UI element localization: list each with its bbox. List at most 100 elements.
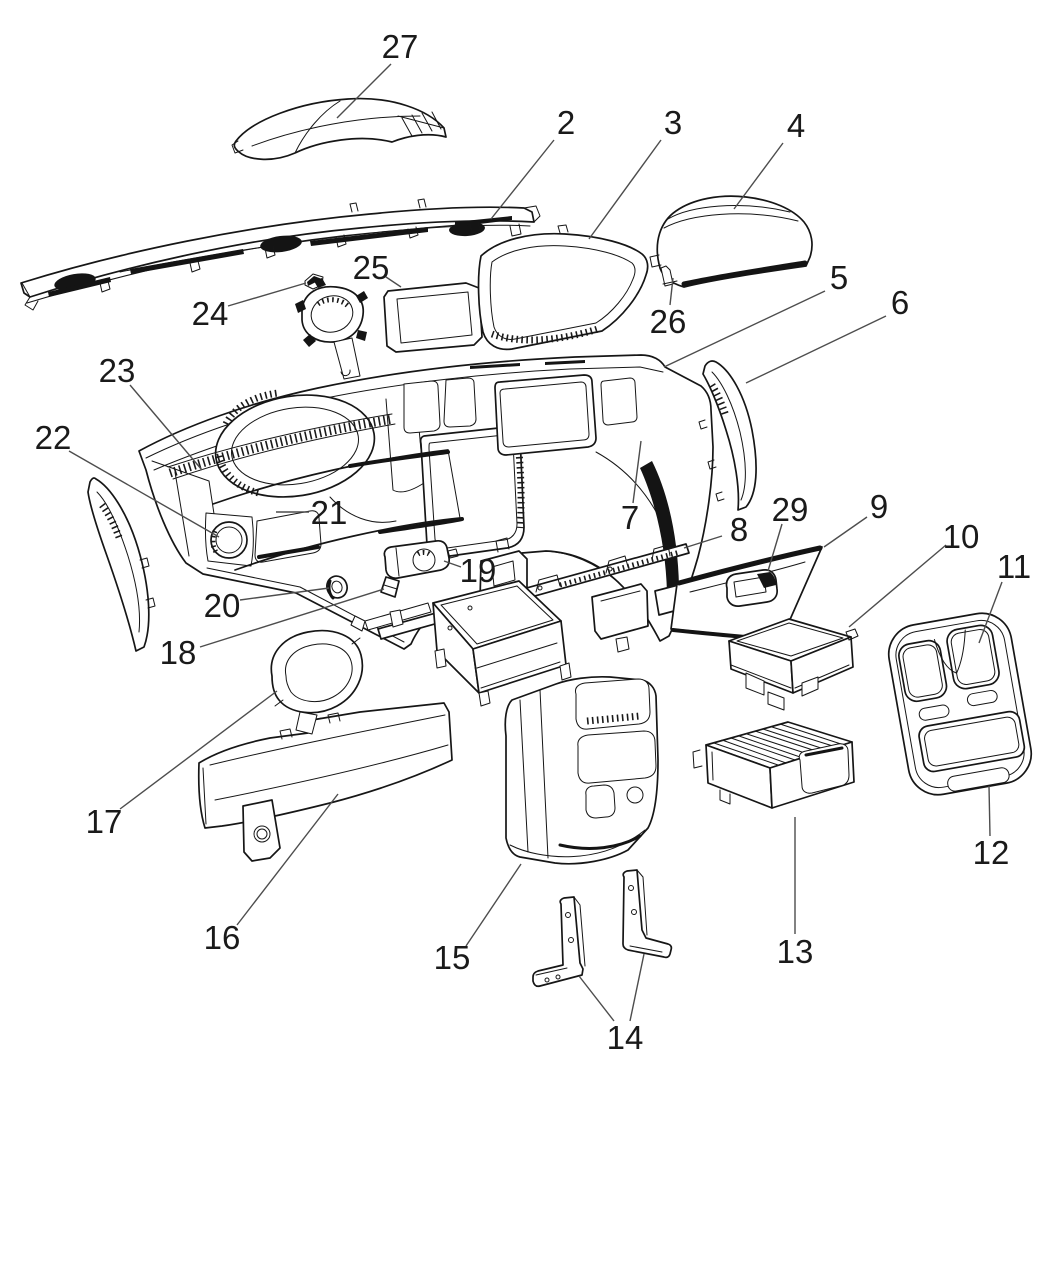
callout-2: 2 xyxy=(490,104,575,220)
part-2-defroster-grille-panel xyxy=(20,198,541,311)
leader-line xyxy=(490,139,555,220)
part-15-floor-console-front xyxy=(504,675,659,865)
leader-line xyxy=(236,793,339,926)
leader-line xyxy=(683,535,723,549)
leader-line xyxy=(385,276,402,288)
leader-line xyxy=(767,523,783,572)
callout-18: 18 xyxy=(160,588,385,671)
part-14-mounting-brackets xyxy=(532,869,673,988)
leader-line xyxy=(588,139,662,240)
callout-label-17: 17 xyxy=(86,803,123,840)
callout-label-4: 4 xyxy=(787,107,805,144)
leader-line xyxy=(578,975,615,1022)
callout-26: 26 xyxy=(650,277,687,340)
callout-label-25: 25 xyxy=(353,249,390,286)
callout-label-9: 9 xyxy=(870,488,888,525)
callout-label-29: 29 xyxy=(772,491,809,528)
callout-4: 4 xyxy=(733,107,805,210)
callout-12: 12 xyxy=(973,785,1010,871)
callout-22: 22 xyxy=(35,419,220,538)
leader-line xyxy=(823,516,868,548)
callout-label-10: 10 xyxy=(943,518,980,555)
callout-17: 17 xyxy=(86,690,278,840)
left-end-cap-trim xyxy=(87,477,156,652)
callout-23: 23 xyxy=(99,352,203,471)
part-4-upper-glove-door xyxy=(649,195,813,288)
leader-line xyxy=(68,450,220,538)
part-11-12-center-stack-bezel xyxy=(887,612,1033,796)
display-housing-bracket xyxy=(295,278,368,380)
callout-label-19: 19 xyxy=(460,552,497,589)
callout-21: 21 xyxy=(276,494,347,531)
callout-19: 19 xyxy=(443,552,497,589)
callout-15: 15 xyxy=(434,863,522,976)
part-29-latch-handle xyxy=(725,569,778,607)
callout-label-14: 14 xyxy=(607,1019,644,1056)
callout-25: 25 xyxy=(353,249,402,288)
part-17-column-trim-ring xyxy=(270,629,364,735)
leader-line xyxy=(119,690,278,810)
part-13-drawer-module xyxy=(692,721,855,809)
leader-line xyxy=(199,588,385,648)
callout-label-12: 12 xyxy=(973,834,1010,871)
callout-13: 13 xyxy=(777,817,814,970)
part-19-bracket-plate xyxy=(383,539,459,580)
callout-7: 7 xyxy=(621,440,642,536)
callout-label-26: 26 xyxy=(650,303,687,340)
callout-label-13: 13 xyxy=(777,933,814,970)
callout-label-11: 11 xyxy=(997,548,1031,585)
part-main-instrument-panel xyxy=(138,354,714,650)
leader-line xyxy=(443,560,462,568)
leader-line xyxy=(988,785,991,837)
leader-line xyxy=(465,863,522,947)
leader-line xyxy=(629,953,645,1022)
callout-label-8: 8 xyxy=(730,511,748,548)
part-20-grommet xyxy=(326,575,348,600)
callout-5: 5 xyxy=(663,259,848,368)
callout-10: 10 xyxy=(848,518,980,628)
callout-24: 24 xyxy=(192,282,307,332)
part-18-small-bracket xyxy=(380,576,400,598)
part-6-right-end-cap xyxy=(698,360,757,511)
callout-9: 9 xyxy=(823,488,888,548)
callout-20: 20 xyxy=(204,587,330,624)
leader-line xyxy=(632,440,642,504)
callout-14: 14 xyxy=(578,953,645,1056)
callout-label-15: 15 xyxy=(434,939,471,976)
part-16-lower-knee-panel xyxy=(197,702,453,862)
leader-line xyxy=(733,142,784,210)
callout-label-22: 22 xyxy=(35,419,72,456)
callout-label-6: 6 xyxy=(891,284,909,321)
leader-line xyxy=(978,581,1003,644)
callout-label-2: 2 xyxy=(557,104,575,141)
leader-line xyxy=(663,290,826,368)
part-27-top-column-cover xyxy=(231,97,447,161)
callout-label-27: 27 xyxy=(382,28,419,65)
callout-3: 3 xyxy=(588,104,682,240)
leader-line xyxy=(227,282,307,307)
callout-27: 27 xyxy=(336,28,419,119)
callout-label-20: 20 xyxy=(204,587,241,624)
callout-label-16: 16 xyxy=(204,919,241,956)
callout-29: 29 xyxy=(767,491,809,572)
part-10-storage-bin xyxy=(728,618,859,711)
callout-label-7: 7 xyxy=(621,499,639,536)
callout-label-21: 21 xyxy=(311,494,348,531)
callout-label-3: 3 xyxy=(664,104,682,141)
leader-line xyxy=(745,315,887,384)
callout-11: 11 xyxy=(978,548,1031,644)
part-25-display-screen xyxy=(383,282,489,353)
callout-label-23: 23 xyxy=(99,352,136,389)
callout-label-5: 5 xyxy=(830,259,848,296)
part-26-clip xyxy=(660,265,678,287)
leader-line xyxy=(239,587,330,601)
callout-8: 8 xyxy=(683,511,748,549)
part-3-cluster-hood xyxy=(477,224,649,351)
leader-line xyxy=(129,384,203,471)
callout-16: 16 xyxy=(204,793,339,956)
callout-label-24: 24 xyxy=(192,295,229,332)
callout-6: 6 xyxy=(745,284,909,384)
